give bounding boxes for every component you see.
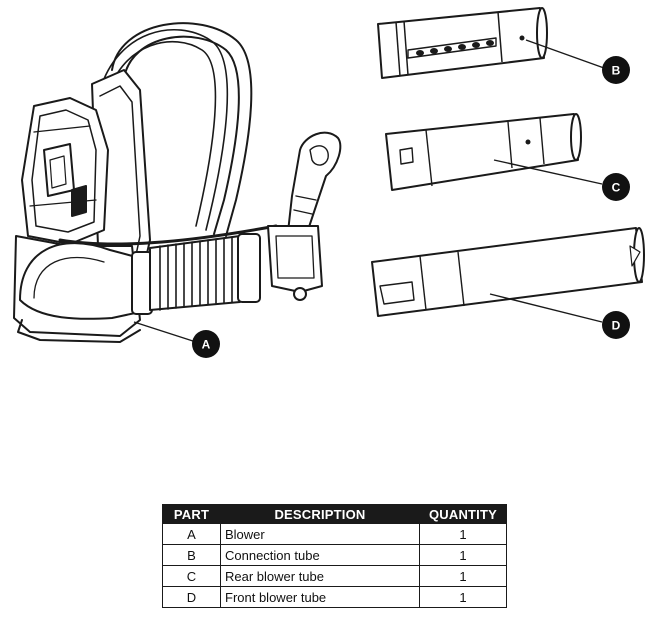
table-row: A Blower 1 — [162, 523, 507, 545]
front-blower-tube-illustration — [371, 227, 645, 317]
parts-table: PART DESCRIPTION QUANTITY A Blower 1 B C… — [162, 504, 507, 608]
callout-a-label: A — [202, 338, 211, 352]
callout-d-label: D — [612, 319, 621, 333]
table-row: C Rear blower tube 1 — [162, 565, 507, 587]
table-row: B Connection tube 1 — [162, 544, 507, 566]
cell-quantity: 1 — [419, 565, 507, 587]
callout-b: B — [602, 56, 630, 84]
cell-description: Rear blower tube — [220, 565, 420, 587]
callout-b-label: B — [612, 64, 621, 78]
cell-description: Connection tube — [220, 544, 420, 566]
leader-lines — [133, 39, 605, 343]
callout-a: A — [192, 330, 220, 358]
parts-illustration: A B C D — [13, 7, 645, 358]
table-row: D Front blower tube 1 — [162, 586, 507, 608]
callout-c-label: C — [612, 181, 621, 195]
callout-d: D — [602, 311, 630, 339]
connection-tube-illustration — [377, 7, 548, 79]
table-header-row: PART DESCRIPTION QUANTITY — [162, 504, 507, 524]
cell-quantity: 1 — [419, 544, 507, 566]
header-part: PART — [162, 504, 221, 524]
blower-illustration — [13, 22, 342, 343]
cell-part: C — [162, 565, 221, 587]
cell-quantity: 1 — [419, 523, 507, 545]
rear-blower-tube-illustration — [385, 113, 582, 191]
cell-part: D — [162, 586, 221, 608]
header-description: DESCRIPTION — [220, 504, 420, 524]
cell-description: Blower — [220, 523, 420, 545]
cell-description: Front blower tube — [220, 586, 420, 608]
cell-quantity: 1 — [419, 586, 507, 608]
cell-part: A — [162, 523, 221, 545]
cell-part: B — [162, 544, 221, 566]
header-quantity: QUANTITY — [419, 504, 507, 524]
callout-c: C — [602, 173, 630, 201]
